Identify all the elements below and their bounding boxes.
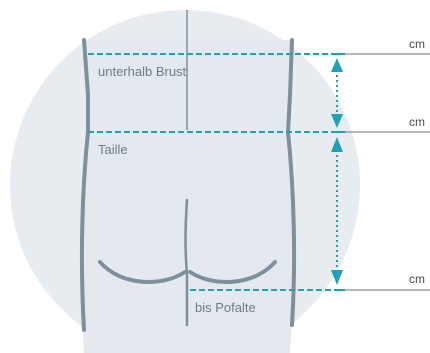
buttock-fold-right bbox=[188, 260, 277, 284]
buttock-cleft bbox=[184, 198, 189, 327]
body-silhouette bbox=[81, 40, 294, 353]
upper-arrow-up-head bbox=[331, 58, 343, 72]
waist-label: Taille bbox=[98, 142, 128, 157]
lower-arrow-up-head bbox=[331, 137, 343, 152]
buttock-fold-label: bis Pofalte bbox=[195, 300, 256, 315]
middle-unit-label: cm bbox=[409, 115, 425, 129]
top-unit-label: cm bbox=[409, 37, 425, 51]
lower-arrow-down-head bbox=[331, 270, 343, 285]
upper-arrow-down-head bbox=[331, 114, 343, 128]
under-bust-label: unterhalb Brust bbox=[98, 64, 187, 79]
body-left-outline bbox=[79, 38, 90, 332]
buttock-fold-left bbox=[98, 260, 187, 284]
bottom-unit-label: cm bbox=[409, 272, 425, 286]
